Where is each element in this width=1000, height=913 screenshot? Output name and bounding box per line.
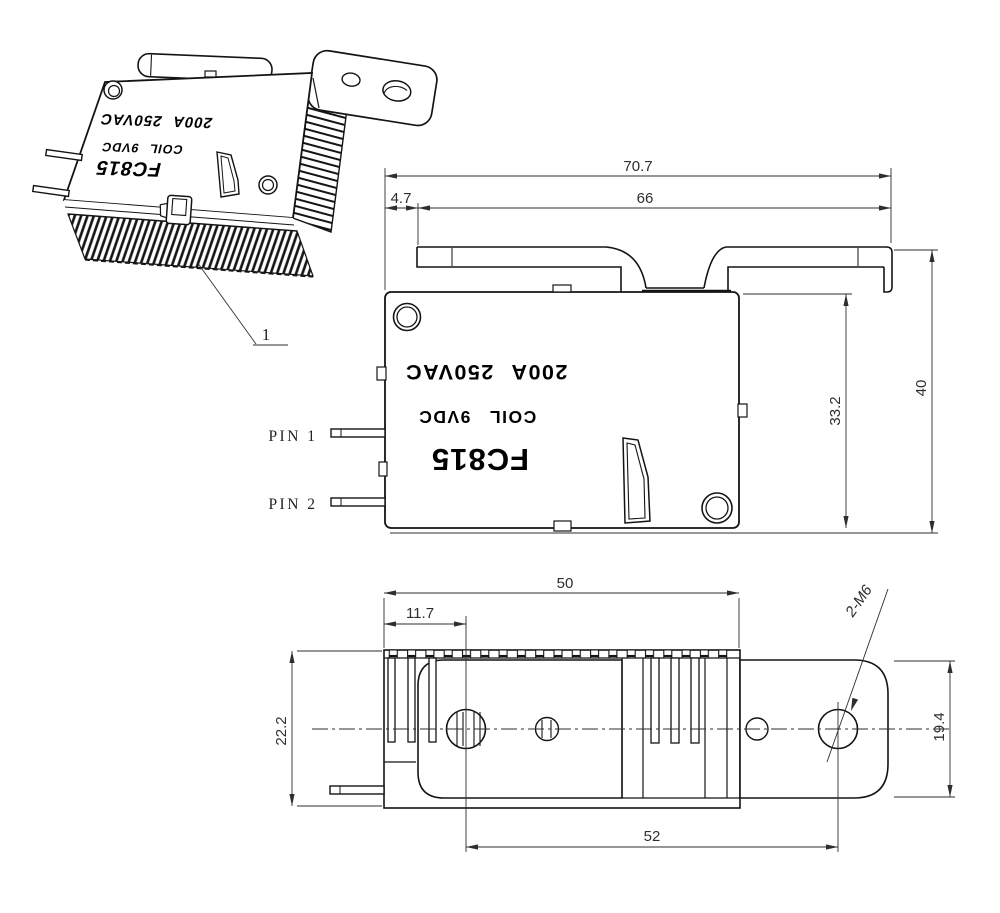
dim-body-depth: 22.2 bbox=[273, 650, 382, 807]
iso-bracket-small-hole bbox=[341, 72, 361, 87]
front-marking-coil: COIL 9VDC bbox=[418, 407, 537, 427]
iso-top-notch bbox=[204, 70, 217, 78]
dim-total-width: 70.7 bbox=[384, 158, 892, 290]
front-edge-bump bbox=[378, 461, 388, 477]
iso-pin-2 bbox=[31, 184, 71, 198]
svg-text:4.7: 4.7 bbox=[391, 190, 412, 207]
svg-text:50: 50 bbox=[557, 575, 574, 592]
iso-fin-tips-edge bbox=[84, 259, 314, 278]
front-bottom-notch bbox=[553, 520, 572, 532]
front-top-notch bbox=[552, 284, 572, 293]
isometric-view: 200A 250VAC COIL 9VDC FC815 1 bbox=[31, 49, 438, 346]
bottom-hanging-fins bbox=[387, 657, 700, 744]
iso-wedge-feature bbox=[216, 151, 240, 198]
iso-marking-model: FC815 bbox=[93, 156, 163, 180]
iso-bracket-large-hole bbox=[382, 80, 412, 102]
front-view: 200A 250VAC COIL 9VDC FC815 PIN 1 PIN 2 … bbox=[268, 158, 938, 534]
pin1-label: PIN 1 bbox=[268, 428, 317, 445]
front-pin-2 bbox=[330, 497, 386, 507]
iso-marking-coil: COIL 9VDC bbox=[100, 140, 185, 157]
svg-text:19.4: 19.4 bbox=[931, 712, 948, 741]
front-pin-1 bbox=[330, 428, 386, 438]
dim-strap-width: 66 bbox=[417, 190, 891, 245]
iso-marking-rating: 200A 250VAC bbox=[98, 110, 214, 131]
front-marking-rating: 200A 250VAC bbox=[405, 360, 568, 384]
dim-total-height: 40 bbox=[390, 249, 938, 534]
svg-text:33.2: 33.2 bbox=[827, 396, 844, 425]
iso-pin-1 bbox=[44, 148, 84, 162]
front-left-tab bbox=[376, 366, 387, 381]
bottom-pin bbox=[329, 785, 385, 795]
dim-bracket-depth: 19.4 bbox=[894, 660, 955, 798]
item-callout-number: 1 bbox=[262, 325, 271, 344]
front-right-tab bbox=[737, 403, 748, 418]
svg-text:52: 52 bbox=[644, 828, 661, 845]
iso-strap-tab bbox=[137, 52, 273, 83]
svg-text:70.7: 70.7 bbox=[623, 158, 652, 175]
dim-body-height: 33.2 bbox=[743, 293, 852, 528]
svg-text:2-M6: 2-M6 bbox=[842, 582, 876, 621]
dim-hole1-offset: 11.7 bbox=[384, 605, 466, 627]
svg-text:40: 40 bbox=[913, 380, 930, 397]
iso-mounting-bracket bbox=[307, 49, 438, 127]
dim-strap-offset: 4.7 bbox=[385, 190, 418, 211]
bottom-fin-strip bbox=[388, 650, 736, 658]
front-marking-model: FC815 bbox=[431, 442, 529, 477]
front-terminal-strap bbox=[416, 246, 893, 293]
svg-text:66: 66 bbox=[637, 190, 654, 207]
svg-text:22.2: 22.2 bbox=[273, 716, 290, 745]
item-callout: 1 bbox=[196, 261, 288, 346]
iso-latch-tab bbox=[159, 194, 193, 226]
front-wedge-feature bbox=[622, 437, 651, 524]
pin2-label: PIN 2 bbox=[268, 496, 317, 513]
svg-text:11.7: 11.7 bbox=[406, 605, 434, 622]
dim-hole-spacing: 52 bbox=[466, 828, 838, 850]
dim-body-width: 50 bbox=[383, 575, 740, 648]
bottom-view: 50 11.7 22.2 52 19.4 bbox=[273, 575, 955, 852]
